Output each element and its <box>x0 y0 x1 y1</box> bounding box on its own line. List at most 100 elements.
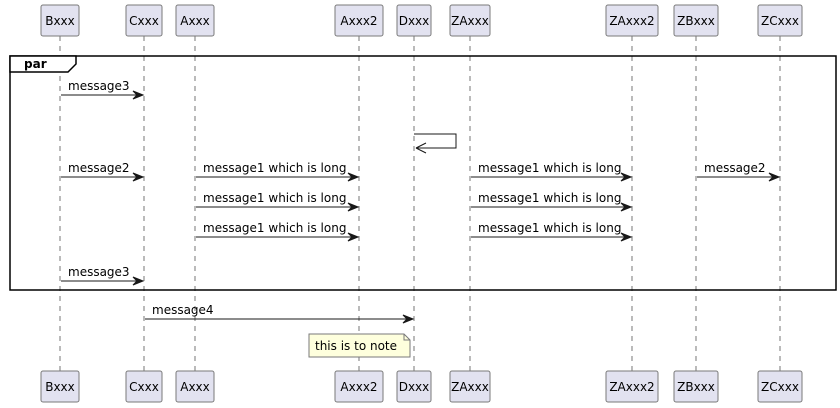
participant-box <box>673 370 719 403</box>
participant-c-top: Cxxx <box>125 4 163 37</box>
participant-za2-top: ZAxxx2 <box>605 4 659 37</box>
messages: message3 message2 message1 which is long me… <box>61 79 781 324</box>
lifelines <box>59 36 781 371</box>
participant-c-bottom: Cxxx <box>125 370 163 403</box>
participant-za-bottom: ZAxxx <box>449 370 491 403</box>
arrow-head <box>620 172 633 182</box>
message-arrow: message1 which is long <box>471 161 633 182</box>
participant-a-bottom: Axxx <box>175 370 215 403</box>
participant-box <box>40 370 80 403</box>
participant-label: Axxx <box>180 380 210 394</box>
participant-b-top: Bxxx <box>40 4 80 37</box>
participant-za2-bottom: ZAxxx2 <box>605 370 659 403</box>
participant-label: ZCxxx <box>761 14 799 28</box>
arrow-head <box>415 142 427 154</box>
participant-label: Bxxx <box>45 14 75 28</box>
message-label: message1 which is long <box>203 221 346 235</box>
note-body <box>308 333 411 358</box>
participant-box <box>757 4 803 37</box>
participant-box <box>125 4 163 37</box>
arrow-head <box>402 314 415 324</box>
participant-box <box>125 370 163 403</box>
participant-a-top: Axxx <box>175 4 215 37</box>
par-fragment-label: par <box>24 57 47 71</box>
message-label: message2 <box>704 161 766 175</box>
participant-label: ZBxxx <box>677 380 715 394</box>
participant-label: ZBxxx <box>677 14 715 28</box>
arrow-head <box>347 232 360 242</box>
participant-label: Dxxx <box>399 14 430 28</box>
message-label: message4 <box>152 303 214 317</box>
message-label: message1 which is long <box>203 161 346 175</box>
participant-box <box>40 4 80 37</box>
participant-za-top: ZAxxx <box>449 4 491 37</box>
participant-box <box>757 370 803 403</box>
message-label: message2 <box>68 161 130 175</box>
arrow-head <box>347 202 360 212</box>
participant-box <box>449 4 491 37</box>
message-arrow <box>414 133 457 154</box>
message-arrow: message1 which is long <box>196 191 360 212</box>
par-fragment-tab <box>9 55 77 73</box>
par-fragment-frame <box>9 55 837 291</box>
message-arrow: message4 <box>145 303 415 324</box>
message-arrow: message3 <box>61 79 145 100</box>
participant-box <box>175 370 215 403</box>
message-arrow: message3 <box>61 265 145 286</box>
participant-label: Cxxx <box>129 14 159 28</box>
participant-d-top: Dxxx <box>396 4 432 37</box>
message-label: message3 <box>68 265 130 279</box>
participant-box <box>396 370 432 403</box>
participant-label: ZAxxx <box>451 380 489 394</box>
participant-d-bottom: Dxxx <box>396 370 432 403</box>
participant-box <box>334 4 384 37</box>
arrow-head <box>768 172 781 182</box>
participant-label: Axxx <box>180 14 210 28</box>
participant-label: ZAxxx <box>451 14 489 28</box>
participant-zb-top: ZBxxx <box>673 4 719 37</box>
note-text: this is to note <box>315 339 397 353</box>
participant-a2-bottom: Axxx2 <box>334 370 384 403</box>
participant-box <box>175 4 215 37</box>
arrow-head <box>620 232 633 242</box>
arrow-head <box>132 276 145 286</box>
message-label: message3 <box>68 79 130 93</box>
message-arrow: message1 which is long <box>196 161 360 182</box>
message-arrow: message1 which is long <box>471 191 633 212</box>
message-label: message1 which is long <box>478 161 621 175</box>
participant-zc-bottom: ZCxxx <box>757 370 803 403</box>
participant-box <box>673 4 719 37</box>
note-fold <box>403 334 410 341</box>
participant-label: Axxx2 <box>340 14 377 28</box>
message-label: message1 which is long <box>478 191 621 205</box>
participant-box <box>605 4 659 37</box>
participant-heads: BxxxBxxxCxxxCxxxAxxxAxxxAxxx2Axxx2DxxxDx… <box>40 4 803 403</box>
message-label: message1 which is long <box>203 191 346 205</box>
message-label: message1 which is long <box>478 221 621 235</box>
participant-label: ZAxxx2 <box>609 380 654 394</box>
participant-zc-top: ZCxxx <box>757 4 803 37</box>
arrow-head <box>132 172 145 182</box>
participant-a2-top: Axxx2 <box>334 4 384 37</box>
participant-zb-bottom: ZBxxx <box>673 370 719 403</box>
participant-b-bottom: Bxxx <box>40 370 80 403</box>
participant-box <box>449 370 491 403</box>
message-arrow: message1 which is long <box>196 221 360 242</box>
participant-label: Bxxx <box>45 380 75 394</box>
participant-box <box>605 370 659 403</box>
participant-label: Dxxx <box>399 380 430 394</box>
participant-label: Cxxx <box>129 380 159 394</box>
arrow-head <box>132 90 145 100</box>
message-arrow: message1 which is long <box>471 221 633 242</box>
self-message-line <box>414 133 457 149</box>
participant-label: ZAxxx2 <box>609 14 654 28</box>
participant-label: ZCxxx <box>761 380 799 394</box>
par-fragment: par <box>9 55 837 291</box>
participant-box <box>334 370 384 403</box>
arrow-head <box>620 202 633 212</box>
note: this is to note <box>308 333 411 358</box>
message-arrow: message2 <box>697 161 781 182</box>
arrow-head <box>347 172 360 182</box>
message-arrow: message2 <box>61 161 145 182</box>
